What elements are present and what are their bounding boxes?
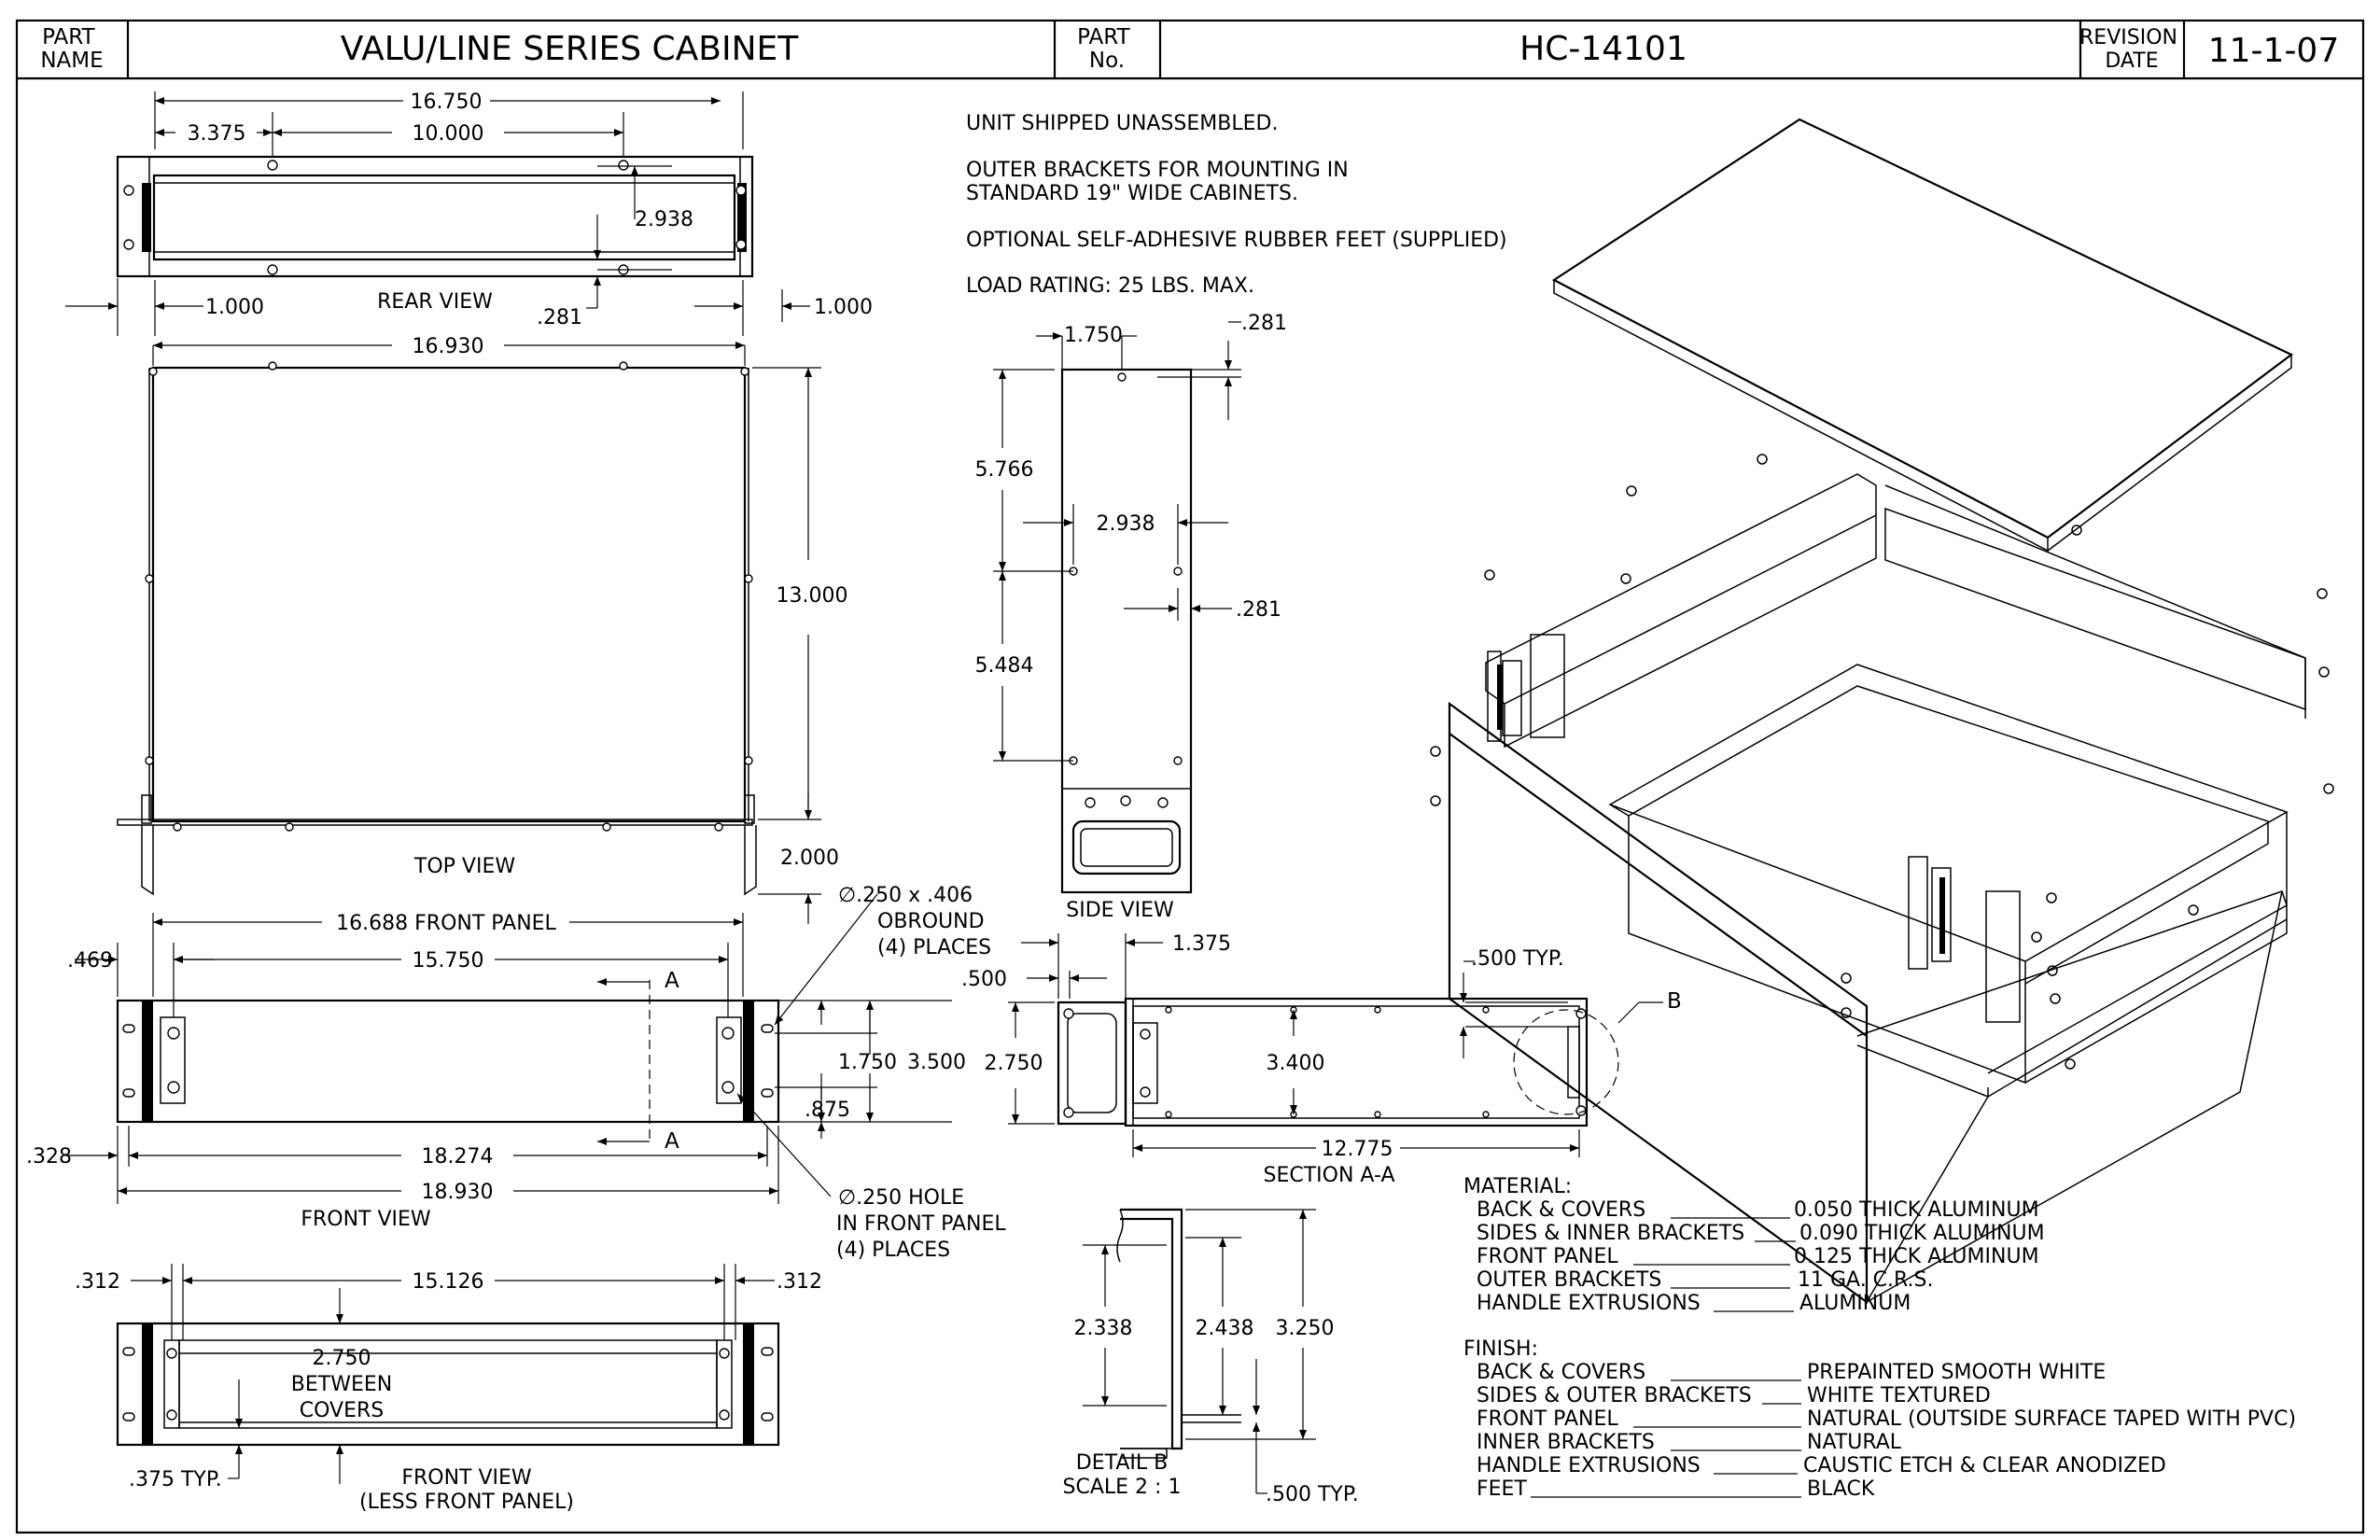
finish-list: FINISH: BACK & COVERS PREPAINTED SMOOTH … <box>1463 1337 2296 1501</box>
svg-text:NATURAL (OUTSIDE SURFACE TAPED: NATURAL (OUTSIDE SURFACE TAPED WITH PVC) <box>1807 1407 2296 1431</box>
svg-text:FRONT VIEW: FRONT VIEW <box>301 1208 431 1231</box>
svg-text:3.375: 3.375 <box>188 122 246 146</box>
svg-text:INNER BRACKETS: INNER BRACKETS <box>1477 1431 1655 1454</box>
svg-text:SECTION A-A: SECTION A-A <box>1264 1164 1395 1187</box>
revision-date: 11-1-07 <box>2208 32 2340 70</box>
side-view: 1.750 .281 5.766 2.938 .281 5.484 SIDE V… <box>975 312 1287 922</box>
svg-text:1.375: 1.375 <box>1172 932 1231 956</box>
revision-date-label: REVISION DATE <box>2079 26 2184 73</box>
svg-text:11 GA. C.R.S.: 11 GA. C.R.S. <box>1798 1268 1934 1292</box>
svg-text:.312: .312 <box>777 1270 822 1294</box>
svg-text:0.125 THICK ALUMINUM: 0.125 THICK ALUMINUM <box>1794 1245 2039 1268</box>
svg-text:.375 TYP.: .375 TYP. <box>129 1468 222 1491</box>
svg-text:WHITE TEXTURED: WHITE TEXTURED <box>1807 1384 1991 1407</box>
svg-text:.281: .281 <box>1241 312 1287 335</box>
svg-text:SIDE VIEW: SIDE VIEW <box>1066 899 1174 922</box>
svg-text:NATURAL: NATURAL <box>1807 1431 1902 1454</box>
svg-text:B: B <box>1667 989 1682 1014</box>
svg-text:2.338: 2.338 <box>1074 1317 1133 1340</box>
front-view: 16.688 FRONT PANEL .469 15.750 A A 1.750… <box>26 884 1006 1262</box>
svg-text:OUTER BRACKETS: OUTER BRACKETS <box>1477 1268 1661 1292</box>
front-view-less-panel-label: FRONT VIEW(LESS FRONT PANEL) <box>359 1466 574 1514</box>
svg-text:.312: .312 <box>75 1270 120 1294</box>
svg-text:1.750: 1.750 <box>1064 324 1123 347</box>
material-list: MATERIAL: BACK & COVERS 0.050 THICK ALUM… <box>1463 1175 2045 1315</box>
svg-text:.469: .469 <box>67 949 113 973</box>
svg-text:CAUSTIC ETCH & CLEAR ANODIZED: CAUSTIC ETCH & CLEAR ANODIZED <box>1803 1454 2166 1477</box>
svg-text:.500 TYP.: .500 TYP. <box>1471 947 1564 971</box>
svg-text:2.938: 2.938 <box>1097 512 1155 536</box>
svg-text:BLACK: BLACK <box>1807 1477 1875 1501</box>
svg-text:.281: .281 <box>1236 598 1281 622</box>
svg-text:2.000: 2.000 <box>780 847 839 870</box>
svg-text:A: A <box>665 1129 679 1154</box>
general-notes: UNIT SHIPPED UNASSEMBLED. OUTER BRACKETS… <box>966 112 1507 298</box>
svg-text:FRONT PANEL: FRONT PANEL <box>1477 1407 1618 1431</box>
svg-text:0.090 THICK ALUMINUM: 0.090 THICK ALUMINUM <box>1799 1222 2045 1245</box>
part-number: HC-14101 <box>1519 30 1687 68</box>
svg-text:.500 TYP.: .500 TYP. <box>1266 1483 1359 1506</box>
svg-text:18.274: 18.274 <box>422 1145 494 1169</box>
isometric-exploded-view <box>1430 118 2334 1305</box>
part-name: VALU/LINE SERIES CABINET <box>341 30 800 68</box>
svg-text:BACK & COVERS: BACK & COVERS <box>1477 1361 1645 1384</box>
svg-text:FEET: FEET <box>1477 1477 1527 1501</box>
svg-text:SIDES & INNER BRACKETS: SIDES & INNER BRACKETS <box>1477 1222 1744 1245</box>
svg-text:2.750: 2.750 <box>985 1052 1043 1075</box>
svg-text:16.930: 16.930 <box>413 335 484 358</box>
svg-text:FINISH:: FINISH: <box>1463 1337 1538 1361</box>
svg-text:BACK & COVERS: BACK & COVERS <box>1477 1198 1645 1222</box>
svg-text:1.000: 1.000 <box>205 296 264 319</box>
svg-text:16.688 FRONT PANEL: 16.688 FRONT PANEL <box>336 912 556 935</box>
svg-text:.875: .875 <box>805 1099 850 1122</box>
svg-text:REAR VIEW: REAR VIEW <box>377 290 493 314</box>
svg-text:3.250: 3.250 <box>1276 1317 1335 1340</box>
part-name-label: PART NAME <box>40 25 103 73</box>
part-no-label: PART No. <box>1077 25 1137 73</box>
svg-text:15.750: 15.750 <box>413 949 484 973</box>
sheet-border <box>15 19 2365 1534</box>
svg-text:5.484: 5.484 <box>975 654 1034 678</box>
svg-text:12.775: 12.775 <box>1322 1138 1393 1161</box>
svg-text:A: A <box>665 969 679 993</box>
svg-text:.500: .500 <box>961 968 1007 991</box>
svg-text:SIDES & OUTER BRACKETS: SIDES & OUTER BRACKETS <box>1477 1384 1752 1407</box>
svg-text:2.938: 2.938 <box>635 208 693 231</box>
svg-text:HANDLE EXTRUSIONS: HANDLE EXTRUSIONS <box>1477 1292 1701 1315</box>
svg-text:5.766: 5.766 <box>975 458 1034 482</box>
svg-text:16.750: 16.750 <box>411 91 483 114</box>
svg-text:HANDLE EXTRUSIONS: HANDLE EXTRUSIONS <box>1477 1454 1701 1477</box>
svg-text:TOP VIEW: TOP VIEW <box>413 855 515 878</box>
svg-text:.281: .281 <box>537 306 582 329</box>
top-view: 16.930 13.000 2.000 TOP VIEW <box>117 335 848 924</box>
svg-text:LOAD RATING: 25 LBS. MAX.: LOAD RATING: 25 LBS. MAX. <box>966 274 1254 298</box>
rear-view: 16.750 3.375 10.000 2.938 .281 REAR VIEW… <box>65 91 873 336</box>
svg-text:2.438: 2.438 <box>1196 1317 1254 1340</box>
svg-text:FRONT PANEL: FRONT PANEL <box>1477 1245 1618 1268</box>
svg-text:15.126: 15.126 <box>413 1270 484 1294</box>
svg-text:3.500: 3.500 <box>907 1051 966 1074</box>
svg-text:.328: .328 <box>26 1145 72 1169</box>
svg-text:OPTIONAL SELF-ADHESIVE RUBBER: OPTIONAL SELF-ADHESIVE RUBBER FEET (SUPP… <box>966 229 1507 252</box>
svg-text:PREPAINTED SMOOTH WHITE: PREPAINTED SMOOTH WHITE <box>1807 1361 2106 1384</box>
svg-text:UNIT SHIPPED UNASSEMBLED.: UNIT SHIPPED UNASSEMBLED. <box>966 112 1278 135</box>
svg-text:13.000: 13.000 <box>777 584 848 608</box>
svg-text:3.400: 3.400 <box>1267 1052 1325 1075</box>
svg-text:MATERIAL:: MATERIAL: <box>1463 1175 1572 1198</box>
svg-text:ALUMINUM: ALUMINUM <box>1799 1292 1911 1315</box>
svg-text:1.750: 1.750 <box>838 1051 897 1074</box>
section-a-a: B 1.375 .500 .500 TYP. 2.750 3.400 12.77… <box>961 932 1682 1187</box>
svg-text:1.000: 1.000 <box>814 296 873 319</box>
svg-text:18.930: 18.930 <box>422 1181 494 1204</box>
svg-text:10.000: 10.000 <box>413 122 484 146</box>
